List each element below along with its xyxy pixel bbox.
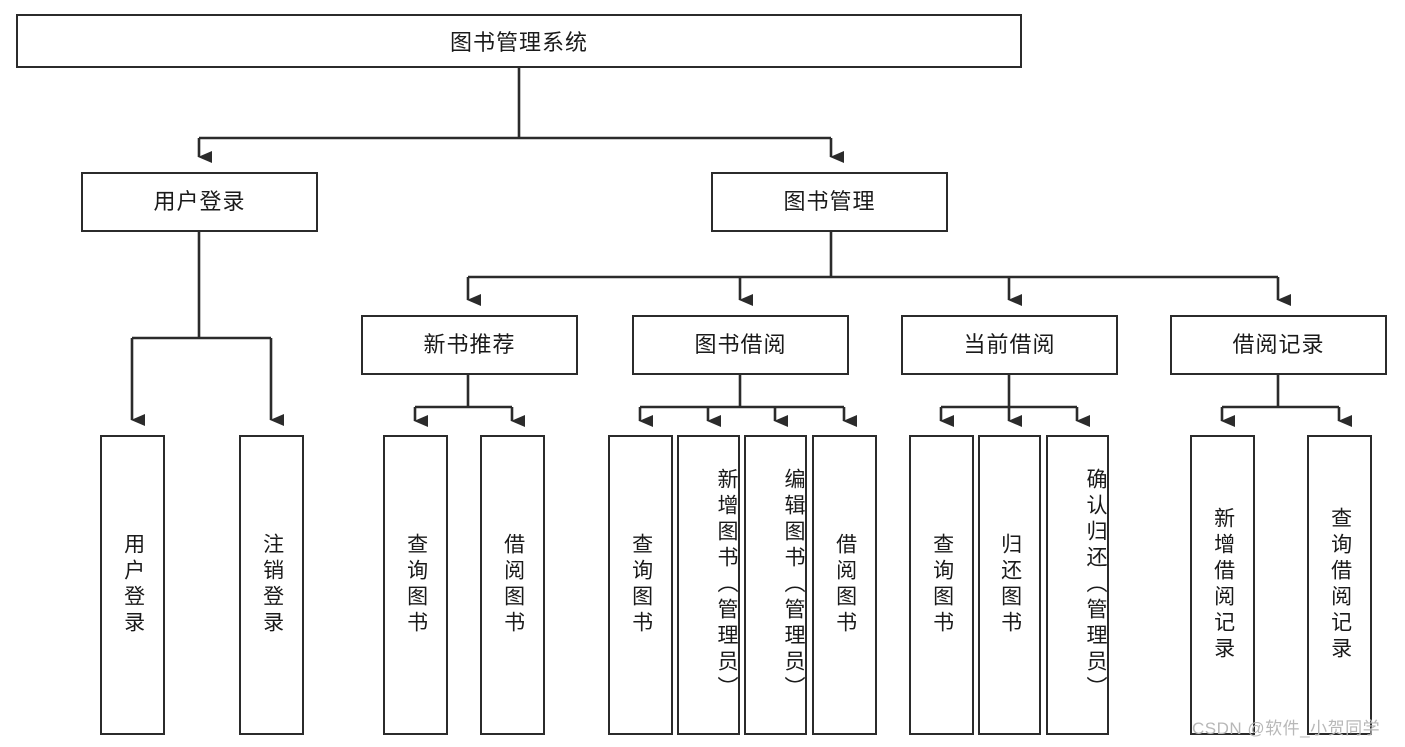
node-borrow-record[interactable]: 借阅记录 [1170, 315, 1387, 375]
node-user-login-label: 用户登录 [153, 188, 246, 214]
leaf-record-add-label: 新增借阅记录 [1211, 507, 1235, 663]
leaf-record-query[interactable]: 查询借阅记录 [1307, 435, 1372, 735]
leaf-recommend-query-book[interactable]: 查询图书 [383, 435, 448, 735]
leaf-recommend-borrow-book[interactable]: 借阅图书 [480, 435, 545, 735]
leaf-borrow-borrow-book-label: 借阅图书 [833, 533, 857, 637]
leaf-borrow-query-book[interactable]: 查询图书 [608, 435, 673, 735]
leaf-record-add[interactable]: 新增借阅记录 [1190, 435, 1255, 735]
node-root-label: 图书管理系统 [449, 30, 588, 55]
node-new-book-recommend[interactable]: 新书推荐 [361, 315, 578, 375]
node-user-login[interactable]: 用户登录 [81, 172, 318, 232]
node-borrow-record-label: 借阅记录 [1232, 331, 1325, 357]
leaf-current-confirm-return[interactable]: 确认归还（管理员） [1046, 435, 1109, 735]
node-book-borrow[interactable]: 图书借阅 [632, 315, 849, 375]
leaf-current-return-book[interactable]: 归还图书 [978, 435, 1041, 735]
leaf-record-query-label: 查询借阅记录 [1328, 507, 1352, 663]
node-book-management-label: 图书管理 [783, 188, 876, 214]
leaf-borrow-query-book-label: 查询图书 [629, 533, 653, 637]
node-book-management[interactable]: 图书管理 [711, 172, 948, 232]
leaf-borrow-edit-book[interactable]: 编辑图书（管理员） [744, 435, 807, 735]
leaf-recommend-query-book-label: 查询图书 [404, 533, 428, 637]
leaf-current-return-book-label: 归还图书 [998, 533, 1022, 637]
leaf-recommend-borrow-book-label: 借阅图书 [501, 533, 525, 637]
leaf-borrow-edit-book-label: 编辑图书（管理员） [782, 468, 805, 702]
leaf-borrow-add-book[interactable]: 新增图书（管理员） [677, 435, 740, 735]
leaf-current-query-book-label: 查询图书 [930, 533, 954, 637]
leaf-current-confirm-return-label: 确认归还（管理员） [1084, 468, 1107, 702]
node-root-system[interactable]: 图书管理系统 [16, 14, 1022, 68]
leaf-logout[interactable]: 注销登录 [239, 435, 304, 735]
node-current-borrow[interactable]: 当前借阅 [901, 315, 1118, 375]
leaf-borrow-add-book-label: 新增图书（管理员） [715, 468, 738, 702]
leaf-user-login[interactable]: 用户登录 [100, 435, 165, 735]
node-book-borrow-label: 图书借阅 [694, 331, 787, 357]
leaf-borrow-borrow-book[interactable]: 借阅图书 [812, 435, 877, 735]
leaf-user-login-label: 用户登录 [121, 533, 145, 637]
leaf-current-query-book[interactable]: 查询图书 [909, 435, 974, 735]
node-new-book-recommend-label: 新书推荐 [423, 331, 516, 357]
node-current-borrow-label: 当前借阅 [963, 331, 1056, 357]
leaf-logout-label: 注销登录 [260, 533, 284, 637]
